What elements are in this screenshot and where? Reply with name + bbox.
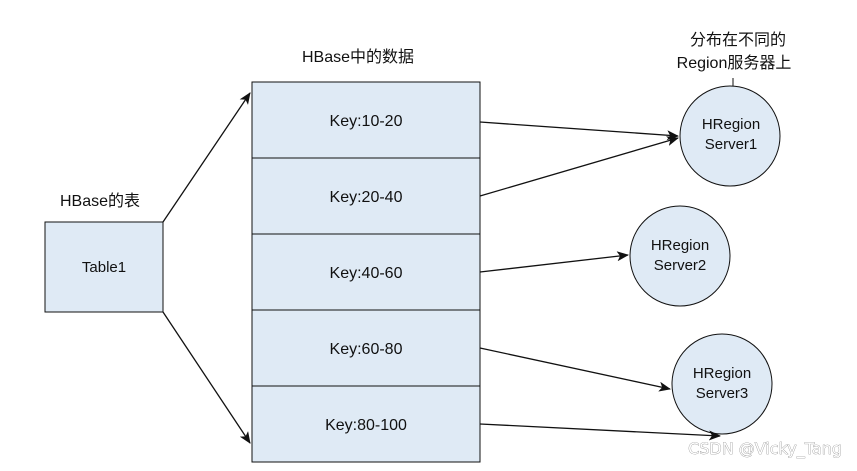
- region-stack: Key:10-20 Key:20-40 Key:40-60 Key:60-80 …: [251, 81, 481, 463]
- region-label: Key:20-40: [330, 189, 403, 206]
- data-section-title: HBase中的数据: [302, 48, 414, 66]
- server-circle: [679, 85, 781, 187]
- arrow-table-to-bottom: [162, 311, 251, 444]
- arrow-region2-to-server1: [479, 136, 679, 197]
- watermark: CSDN @Vicky_Tang: [688, 439, 842, 459]
- region-box: [251, 309, 481, 387]
- server-note-line1: 分布在不同的: [690, 31, 786, 49]
- server-node-2: HRegion Server2: [629, 205, 731, 307]
- server-note-line2: Region服务器上: [677, 54, 792, 72]
- table-box: [44, 221, 164, 313]
- server-label-line1: HRegion: [651, 237, 709, 254]
- server-node-3: HRegion Server3: [671, 333, 773, 435]
- server-label-line2: Server3: [696, 385, 749, 402]
- region-row: Key:80-100: [251, 385, 481, 463]
- region-box: [251, 157, 481, 235]
- region-label: Key:60-80: [330, 341, 403, 358]
- arrow-table-to-top: [162, 92, 251, 223]
- region-box: [251, 81, 481, 159]
- region-box: [251, 385, 481, 463]
- server-label-line2: Server1: [705, 136, 758, 153]
- server-circle: [629, 205, 731, 307]
- region-row: Key:60-80: [251, 309, 481, 387]
- arrow-region5-to-server3: [479, 423, 721, 441]
- server-label-line2: Server2: [654, 257, 707, 274]
- region-box: [251, 233, 481, 311]
- server-node-1: HRegion Server1: [679, 85, 781, 187]
- table-section-title: HBase的表: [60, 192, 140, 210]
- arrow-region3-to-server2: [479, 251, 629, 273]
- region-row: Key:20-40: [251, 157, 481, 235]
- table-name-label: Table1: [82, 259, 126, 276]
- region-label: Key:10-20: [330, 113, 403, 130]
- region-label: Key:40-60: [330, 265, 403, 282]
- region-row: Key:10-20: [251, 81, 481, 159]
- table-node: Table1: [44, 221, 164, 313]
- server-circle: [671, 333, 773, 435]
- arrow-region1-to-server1: [479, 121, 679, 141]
- server-label-line1: HRegion: [702, 116, 760, 133]
- arrow-region4-to-server3: [479, 347, 671, 392]
- server-label-line1: HRegion: [693, 365, 751, 382]
- region-row: Key:40-60: [251, 233, 481, 311]
- region-label: Key:80-100: [325, 417, 407, 434]
